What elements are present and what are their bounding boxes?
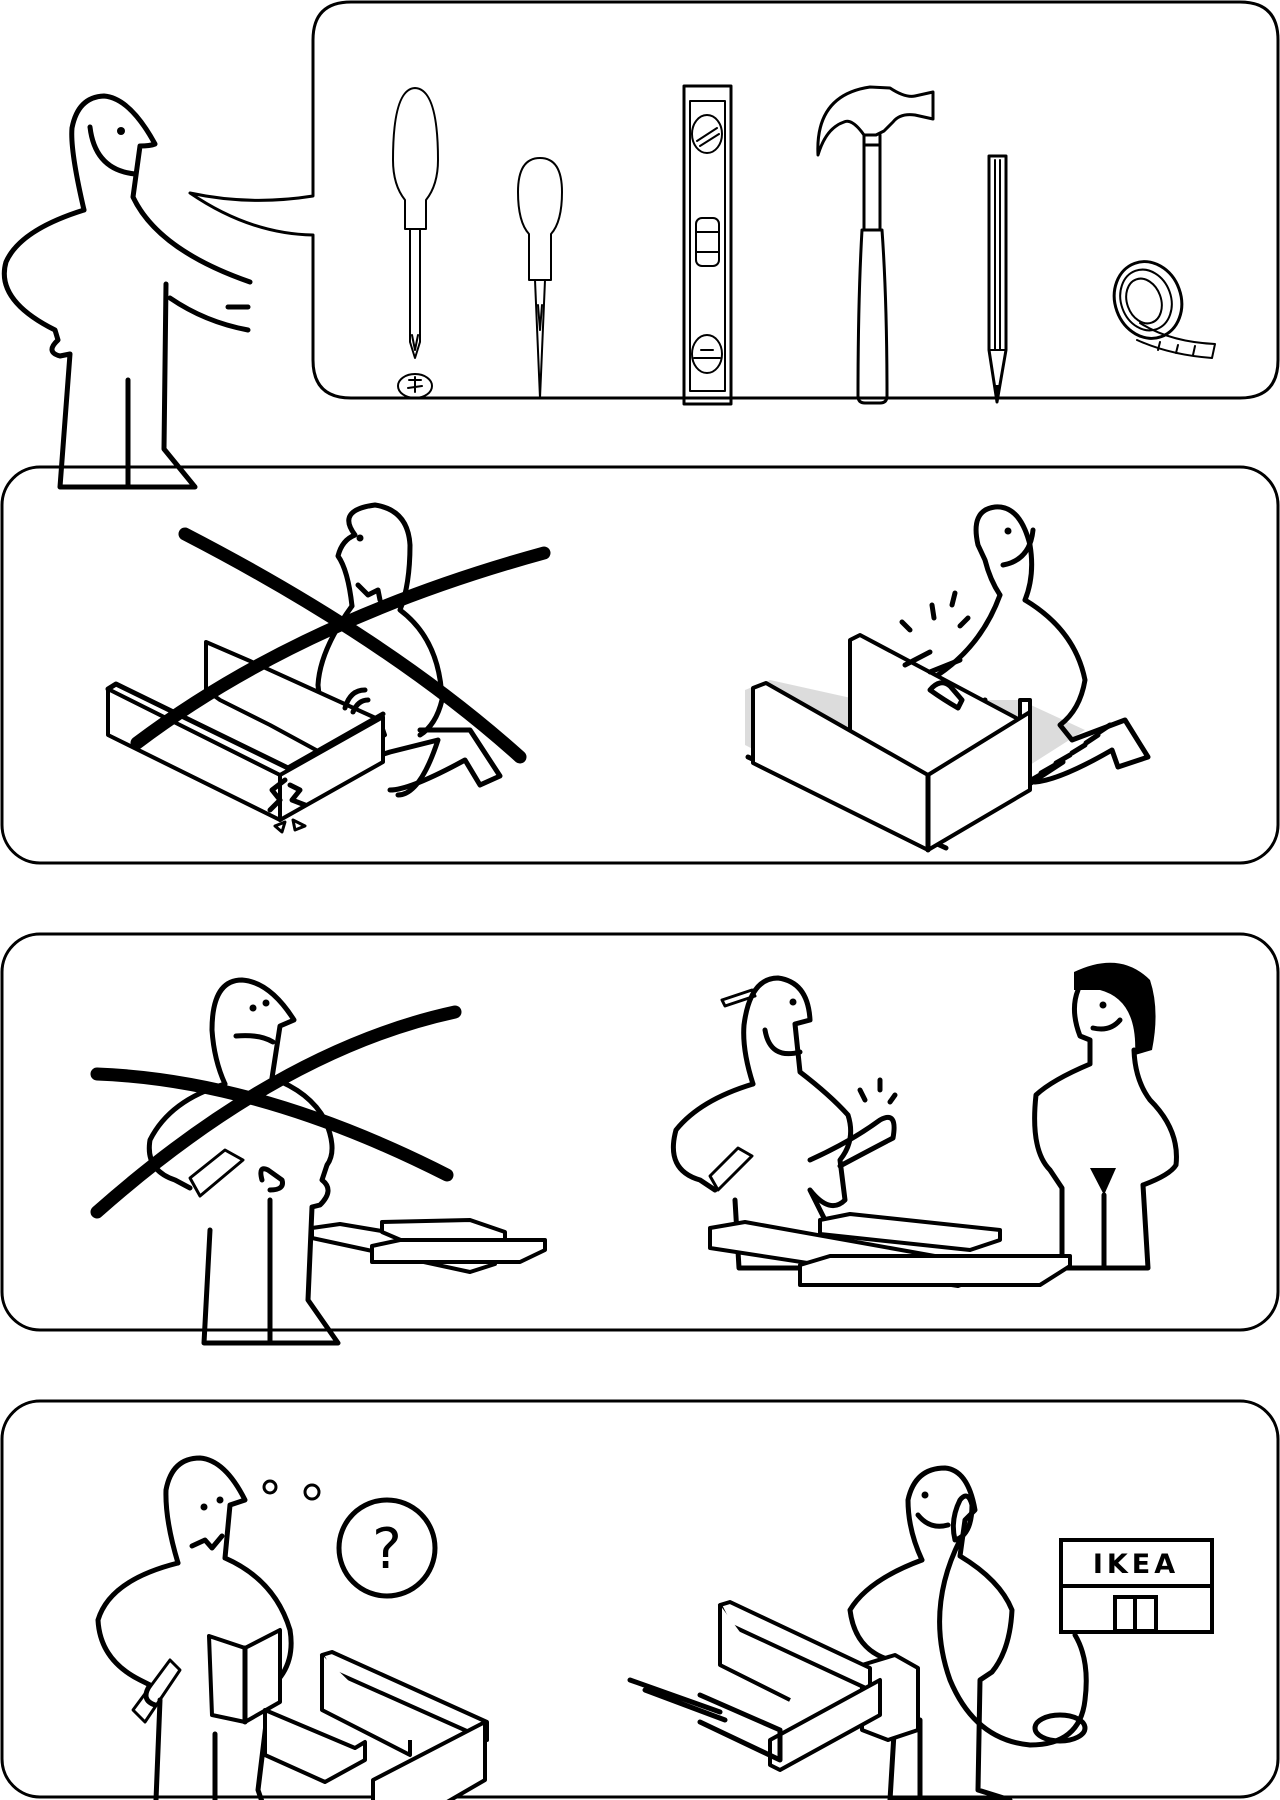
store-sign: IKEA — [1093, 1549, 1179, 1580]
work-surface-panel — [0, 465, 1280, 865]
eye — [117, 127, 125, 135]
ikea-store: IKEA — [1059, 1538, 1214, 1634]
thought-dot — [262, 1479, 278, 1495]
tape-measure-icon — [1112, 260, 1216, 359]
phone-cord-coil — [1032, 1712, 1088, 1744]
wrong-hard-floor — [105, 502, 551, 834]
phillips-screwdriver-icon — [392, 87, 439, 399]
panel-frame — [0, 1399, 1280, 1799]
speech-box — [188, 0, 1280, 400]
hair — [1074, 962, 1156, 1055]
question-bubble — [336, 1497, 438, 1599]
panel-frame — [0, 932, 1280, 1332]
thought-dot — [303, 1483, 321, 1501]
pencil-behind-ear — [720, 988, 757, 1008]
right-soft-rug — [745, 504, 1151, 853]
wrong-mark-cross — [178, 527, 527, 764]
spirit-level-icon — [682, 84, 733, 406]
tools-panel — [1, 0, 1280, 490]
pointing-figure — [1, 93, 253, 490]
pencil-icon — [987, 154, 1008, 404]
phone-cord — [937, 1537, 1089, 1748]
phone-handset — [950, 1493, 975, 1543]
wrong-mark-cross — [90, 1067, 454, 1182]
help-panel: ? IKEA — [0, 1399, 1280, 1800]
claw-hammer-icon — [816, 85, 935, 405]
question-mark: ? — [372, 1517, 402, 1582]
wrong-confused: ? — [95, 1455, 489, 1800]
awl-icon — [517, 157, 563, 399]
right-two-people — [670, 962, 1179, 1288]
panel-frame — [0, 465, 1280, 865]
two-people-panel — [0, 932, 1280, 1346]
wrong-alone — [90, 977, 547, 1346]
right-call-store: IKEA — [627, 1465, 1214, 1800]
